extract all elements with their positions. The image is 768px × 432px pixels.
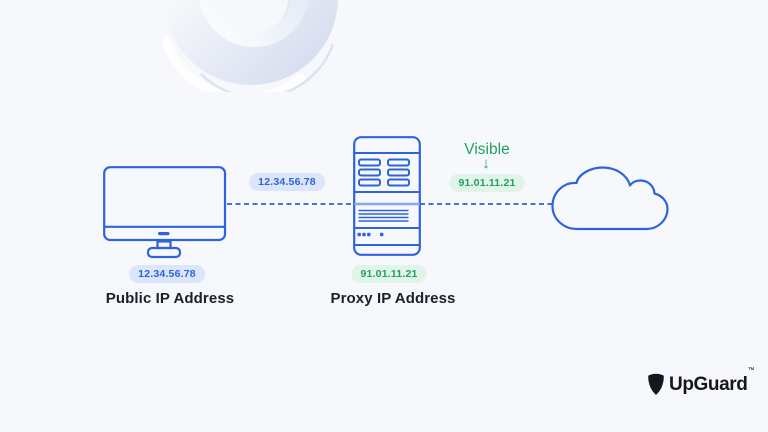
ring-decoration-icon xyxy=(161,0,338,92)
desktop-computer-icon xyxy=(103,166,227,259)
proxy-ip-node-badge: 91.01.11.21 xyxy=(351,265,427,283)
visible-label: Visible xyxy=(464,141,510,158)
proxy-ip-node-label: Proxy IP Address xyxy=(330,290,456,307)
upguard-wordmark: UpGuard™ xyxy=(669,367,754,396)
upguard-shield-icon xyxy=(648,373,664,395)
down-arrow-icon: ↓ xyxy=(482,155,490,172)
upguard-wordmark-text: UpGuard xyxy=(669,373,748,395)
public-ip-node-label: Public IP Address xyxy=(105,290,235,307)
public-ip-line-badge: 12.34.56.78 xyxy=(249,173,325,191)
upguard-logo: UpGuard™ xyxy=(647,367,754,396)
cloud-icon xyxy=(551,166,669,231)
trademark-symbol: ™ xyxy=(747,366,755,374)
proxy-ip-line-badge: 91.01.11.21 xyxy=(449,174,525,192)
server-icon xyxy=(353,136,421,256)
public-ip-node-badge: 12.34.56.78 xyxy=(129,265,205,283)
